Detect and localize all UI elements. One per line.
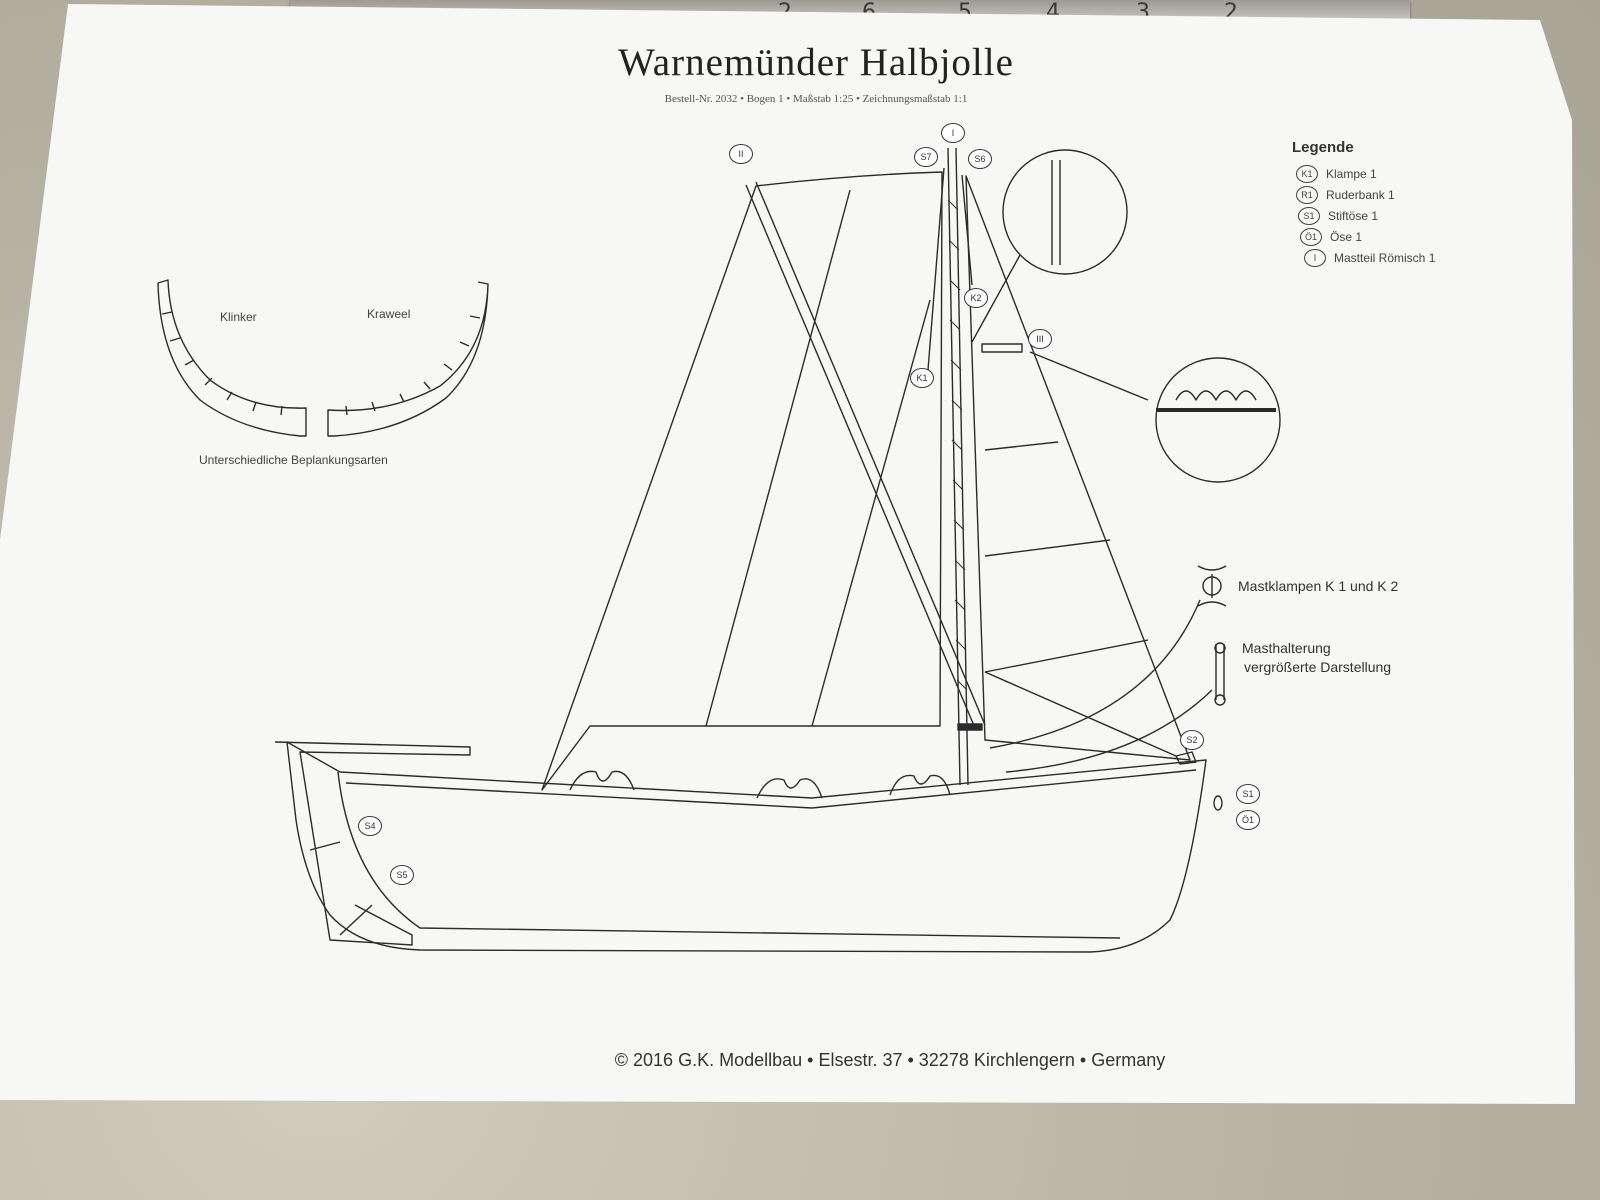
jib-seam bbox=[984, 441, 1059, 451]
masthalterung-sublabel: vergrößerte Darstellung bbox=[1244, 659, 1392, 675]
masthalterung-icon bbox=[1215, 644, 1225, 700]
sail-seam bbox=[705, 189, 851, 727]
tag-S5: S5 bbox=[390, 865, 414, 885]
bow-fitting bbox=[1175, 751, 1197, 765]
legend-item: I Mastteil Römisch 1 bbox=[1304, 249, 1435, 267]
legend-label: Ruderbank 1 bbox=[1326, 188, 1395, 202]
tag-K1: K1 bbox=[910, 368, 934, 388]
sprit-pole-b bbox=[755, 181, 986, 726]
kraweel-section bbox=[327, 281, 489, 437]
sprit-pole-a bbox=[745, 184, 976, 729]
legend-label: Stiftöse 1 bbox=[1328, 209, 1379, 223]
mastklampen-label: Mastklampen K 1 und K 2 bbox=[1238, 578, 1399, 594]
leader-line bbox=[971, 254, 1021, 343]
legend-symbol: S1 bbox=[1298, 207, 1320, 225]
legend-title: Legende bbox=[1292, 139, 1354, 156]
leader-line bbox=[1005, 689, 1213, 773]
legend-label: Klampe 1 bbox=[1326, 167, 1377, 181]
plan-subtitle: Bestell-Nr. 2032 • Bogen 1 • Maßstab 1:2… bbox=[664, 93, 968, 105]
mast-band bbox=[957, 723, 983, 731]
legend-item: K1 Klampe 1 bbox=[1296, 165, 1377, 183]
tag-S1: S1 bbox=[1236, 784, 1260, 804]
legend-item: Ö1 Öse 1 bbox=[1300, 228, 1362, 246]
legend-symbol: Ö1 bbox=[1300, 228, 1322, 246]
tag-S4: S4 bbox=[358, 816, 382, 836]
mast-ring bbox=[981, 343, 1023, 353]
footer-copyright: © 2016 G.K. Modellbau • Elsestr. 37 • 32… bbox=[614, 1050, 1166, 1070]
tag-S7: S7 bbox=[914, 147, 938, 167]
jib bbox=[965, 175, 1191, 761]
klinker-section bbox=[157, 279, 307, 437]
tag-S2: S2 bbox=[1180, 730, 1204, 750]
leader-line bbox=[1029, 351, 1149, 401]
rudder-fitting bbox=[309, 841, 341, 851]
tag-O1: Ö1 bbox=[1236, 810, 1260, 830]
mainsail bbox=[541, 171, 943, 791]
legend-item: R1 Ruderbank 1 bbox=[1296, 186, 1395, 204]
mastklampe-icon bbox=[1197, 565, 1227, 607]
hull-inner-line bbox=[337, 771, 1121, 939]
sail-seam bbox=[811, 299, 931, 727]
plan-title: Warnemünder Halbjolle bbox=[618, 41, 1014, 84]
jib-sheet bbox=[984, 671, 1177, 757]
halyard-k1 bbox=[927, 167, 945, 371]
mast-lacing bbox=[947, 199, 968, 691]
gunwale-line bbox=[345, 769, 1197, 809]
detail-circle-lacing bbox=[1002, 149, 1128, 275]
eye-fitting bbox=[1213, 795, 1223, 811]
rudder-brace bbox=[339, 904, 373, 936]
mast-left bbox=[947, 147, 961, 786]
thwart bbox=[569, 770, 635, 791]
kraweel-label: Kraweel bbox=[367, 307, 411, 321]
legend-label: Öse 1 bbox=[1330, 230, 1363, 244]
thwart bbox=[889, 774, 951, 796]
legend-symbol: K1 bbox=[1296, 165, 1318, 183]
planking-caption: Unterschiedliche Beplankungsarten bbox=[199, 453, 388, 467]
legend-label: Mastteil Römisch 1 bbox=[1334, 251, 1436, 265]
tag-S6: S6 bbox=[968, 149, 992, 169]
masthalterung-label: Masthalterung bbox=[1242, 640, 1331, 656]
leader-line bbox=[989, 599, 1201, 749]
halyard-k2 bbox=[961, 174, 973, 286]
tag-III: III bbox=[1028, 329, 1052, 349]
paper bbox=[0, 4, 1575, 1104]
klinker-label: Klinker bbox=[220, 310, 257, 324]
tag-II: II bbox=[729, 144, 753, 164]
legend-symbol: I bbox=[1304, 249, 1326, 267]
jib-seam bbox=[984, 639, 1149, 673]
tag-I: I bbox=[941, 123, 965, 143]
jib-seam bbox=[984, 539, 1111, 557]
thwart bbox=[756, 778, 823, 799]
rudder bbox=[274, 741, 471, 946]
detail-circle-ring bbox=[1155, 357, 1281, 483]
tag-K2: K2 bbox=[964, 288, 988, 308]
hull-outline bbox=[286, 741, 1207, 953]
legend-item: S1 Stiftöse 1 bbox=[1298, 207, 1378, 225]
legend-symbol: R1 bbox=[1296, 186, 1318, 204]
